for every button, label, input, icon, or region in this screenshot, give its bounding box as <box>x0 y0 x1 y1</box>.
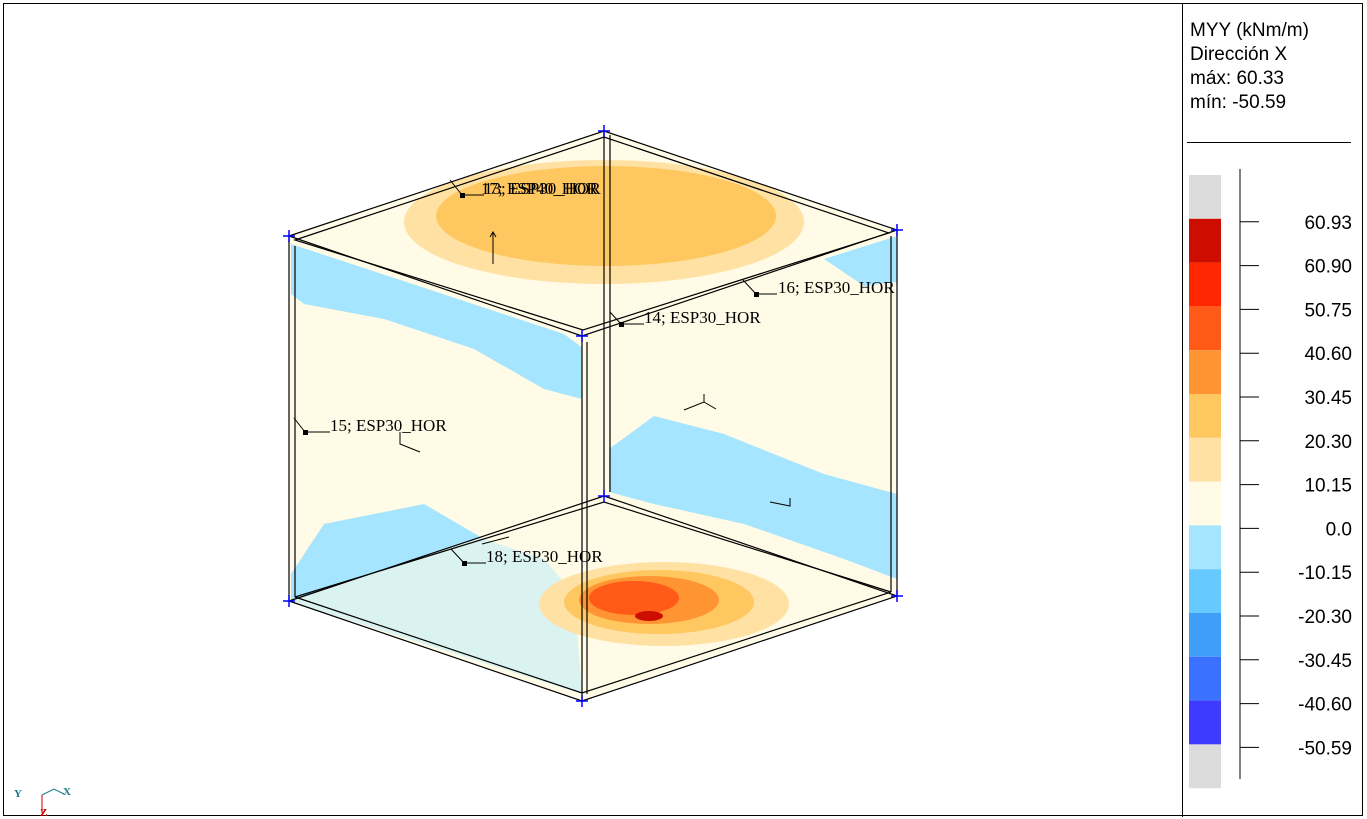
panel-label-14[interactable]: 14; ESP30_HOR <box>609 308 761 327</box>
axis-y-label: Y <box>14 788 22 800</box>
legend-band <box>1189 306 1221 351</box>
legend-tick-label: 40.60 <box>1304 344 1352 365</box>
legend-tick-label: -30.45 <box>1298 651 1352 672</box>
node-marker-right-top[interactable] <box>891 224 903 236</box>
panel-label-14-text: 14; ESP30_HOR <box>644 308 761 327</box>
legend-band <box>1189 700 1221 745</box>
legend-color-scale: 60.93 60.90 50.75 40.60 30.45 20.30 10.15 0.0 -1… <box>1189 169 1352 789</box>
node-marker-back[interactable] <box>598 490 610 502</box>
right-face-negative-band-middle <box>609 416 897 579</box>
panel-label-16[interactable]: 16; ESP30_HOR <box>742 278 895 297</box>
node-markers[interactable] <box>283 125 903 707</box>
legend-band <box>1189 569 1221 613</box>
panel-label-18-text: 18; ESP30_HOR <box>486 547 603 566</box>
axis-z-label: Z <box>40 807 47 817</box>
legend-band <box>1189 350 1221 394</box>
bottom-contour-50 <box>635 611 663 621</box>
bottom-contour-40 <box>589 581 679 615</box>
legend-band <box>1189 744 1221 789</box>
local-axis-glyphs <box>399 231 791 545</box>
legend-separator <box>1187 142 1351 143</box>
legend-tick-label: 10.15 <box>1304 476 1352 497</box>
legend-tick-label: 60.90 <box>1304 257 1352 278</box>
legend-tick-label: -20.30 <box>1298 607 1352 628</box>
panel-label-16-text: 16; ESP30_HOR <box>778 278 895 297</box>
node-marker-left-bottom[interactable] <box>283 595 295 607</box>
legend-tick-label: 60.93 <box>1304 213 1352 234</box>
legend-tick-label: -50.59 <box>1298 738 1352 759</box>
legend-band <box>1189 262 1221 307</box>
panel-labels: 13; ESP30_HOR 17; ESP40_HOR 16; ESP30_HO… <box>293 179 895 566</box>
node-marker-center[interactable] <box>576 330 588 342</box>
legend-band <box>1189 656 1221 701</box>
legend-tick-label: 50.75 <box>1304 300 1352 321</box>
node-marker-left-top[interactable] <box>283 230 295 242</box>
legend-band <box>1189 394 1221 438</box>
legend-tick-label: -40.60 <box>1298 695 1352 716</box>
legend-max: máx: 60.33 <box>1190 68 1284 89</box>
legend-band-overflow <box>1189 175 1221 219</box>
legend-tick-label: 0.0 <box>1326 519 1352 540</box>
legend-band <box>1189 437 1221 482</box>
legend-header: MYY (kNm/m) Dirección X máx: 60.33 mín: … <box>1190 19 1358 115</box>
bottom-face-contour[interactable] <box>289 504 897 701</box>
legend-band <box>1189 613 1221 657</box>
node-marker-right-bottom[interactable] <box>891 590 903 602</box>
legend-tick-label: -10.15 <box>1298 563 1352 584</box>
panel-label-13[interactable]: 13; ESP30_HOR <box>449 179 601 198</box>
panel-label-15-text: 15; ESP30_HOR <box>330 416 447 435</box>
axis-x-label: X <box>63 786 71 798</box>
legend-band <box>1189 525 1221 570</box>
legend-min: mín: -50.59 <box>1190 92 1287 113</box>
panel-label-13-text: 13; ESP30_HOR <box>484 179 601 198</box>
top-face-band-20 <box>436 166 776 266</box>
model-viewport[interactable]: 13; ESP30_HOR 17; ESP40_HOR 16; ESP30_HO… <box>4 4 1184 817</box>
node-marker-bottom[interactable] <box>576 695 588 707</box>
legend-panel: MYY (kNm/m) Dirección X máx: 60.33 mín: … <box>1182 4 1364 817</box>
panel-label-15[interactable]: 15; ESP30_HOR <box>293 416 447 435</box>
legend-direction: Dirección X <box>1190 44 1288 65</box>
panel-label-18[interactable]: 18; ESP30_HOR <box>450 547 603 566</box>
legend-quantity: MYY (kNm/m) <box>1190 20 1309 41</box>
axis-triad: Y X Z <box>14 786 71 817</box>
app-frame: 13; ESP30_HOR 17; ESP40_HOR 16; ESP30_HO… <box>3 3 1364 817</box>
legend-tick-label: 20.30 <box>1304 432 1352 453</box>
panel-label-17-text: 17; ESP40_HOR <box>481 179 598 198</box>
legend-band <box>1189 481 1221 526</box>
right-face-negative-band-top <box>824 236 897 286</box>
legend-tick-label: 30.45 <box>1304 388 1352 409</box>
left-face-negative-band-top <box>291 244 584 399</box>
legend-band <box>1189 218 1221 263</box>
node-marker-top[interactable] <box>598 125 610 137</box>
